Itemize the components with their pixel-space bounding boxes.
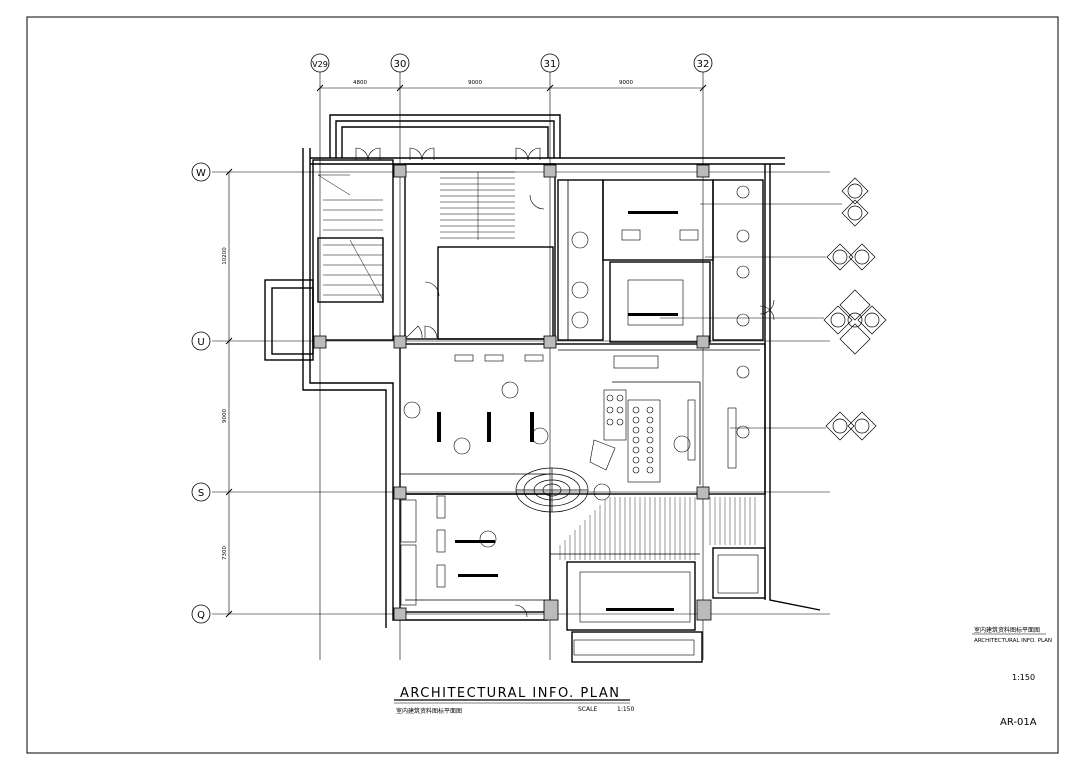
side-title-en: ARCHITECTURAL INFO. PLAN — [974, 638, 1053, 644]
grid-bubble-col-3 — [693, 53, 713, 73]
room-tags — [403, 185, 750, 548]
stairs — [317, 171, 515, 301]
scale-value: 1:150 — [617, 706, 635, 713]
elevation-leaders — [660, 203, 842, 429]
grid-label-col-0: V29 — [312, 60, 328, 69]
grid-label-row-1: U — [197, 337, 204, 348]
side-scale: 1:150 — [1012, 673, 1036, 682]
elevation-markers — [823, 177, 887, 441]
display-fixtures — [437, 211, 678, 611]
grid-bubble-col-2 — [540, 53, 560, 73]
door-swings — [355, 147, 775, 618]
col-dim-0: 4800 — [353, 80, 367, 86]
grid-label-col-1: 30 — [394, 59, 407, 70]
col-dim-2: 9000 — [619, 80, 633, 86]
row-dim-0: 10200 — [222, 247, 228, 265]
central-rotunda — [515, 467, 589, 513]
grid-bubble-row-3 — [191, 604, 211, 624]
grid-label-col-2: 31 — [544, 59, 557, 70]
drawing-title: ARCHITECTURAL INFO. PLAN — [400, 686, 621, 701]
row-dim-1: 9000 — [222, 409, 228, 423]
grid-bubble-col-1 — [390, 53, 410, 73]
furniture-outlines — [400, 229, 759, 656]
grid-label-row-3: Q — [197, 610, 205, 621]
grid-bubble-col-0 — [310, 53, 330, 73]
dim-ticks — [225, 84, 707, 618]
grid-label-col-3: 32 — [697, 59, 710, 70]
row-dim-2: 7300 — [222, 546, 228, 560]
col-dim-1: 9000 — [468, 80, 482, 86]
sheet-border — [26, 16, 1059, 754]
building-walls — [264, 114, 821, 663]
grid-bubble-row-0 — [191, 162, 211, 182]
grid-bubble-row-2 — [191, 482, 211, 502]
structural-columns — [313, 164, 712, 621]
grid-lines — [212, 72, 830, 660]
drawing-title-cn: 室内建筑资料图标平面图 — [396, 708, 463, 715]
deck-hatch — [559, 497, 756, 560]
grid-label-row-0: W — [196, 168, 206, 179]
side-title-cn: 室内建筑资料图标平面图 — [974, 627, 1041, 634]
grid-label-row-2: S — [198, 488, 204, 499]
grid-bubble-row-1 — [191, 331, 211, 351]
display-counter — [589, 389, 661, 483]
sheet-number: AR-01A — [1000, 717, 1037, 728]
scale-label: SCALE — [578, 706, 598, 713]
interior-partitions — [400, 180, 760, 601]
